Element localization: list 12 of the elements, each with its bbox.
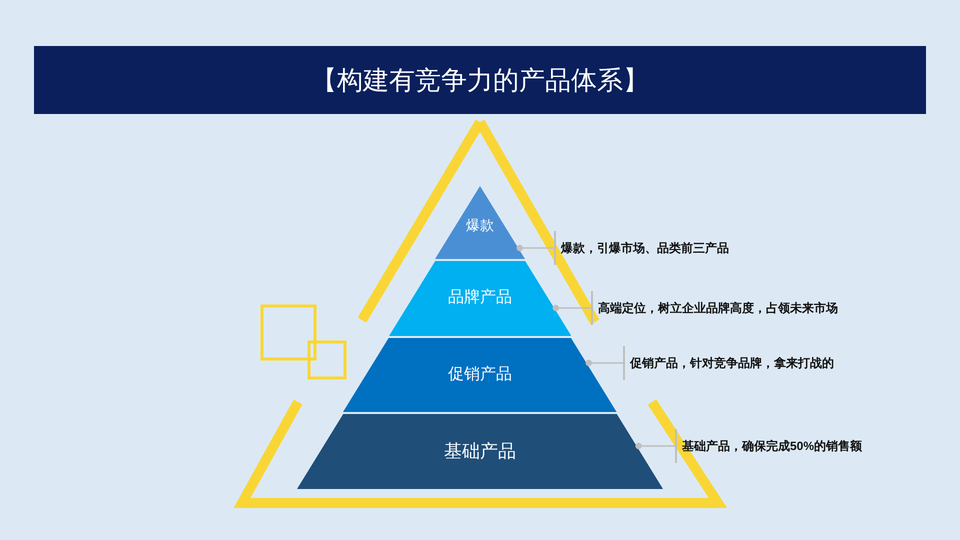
description-text: 高端定位，树立企业品牌高度，占领未来市场 [592,300,838,316]
leader-line [635,428,677,464]
pyramid-top: 爆款 [435,185,525,260]
leader-line [552,290,593,326]
leader-line [516,230,556,266]
pyramid-tier: 促销产品 [343,337,617,413]
description-text: 促销产品，针对竞争品牌，拿来打战的 [624,355,834,371]
description-text: 爆款，引爆市场、品类前三产品 [555,240,729,256]
title-banner: 【构建有竞争力的产品体系】 [34,46,926,114]
leader-line [586,345,625,381]
pyramid-tier: 基础产品 [297,413,663,490]
pyramid-tier: 品牌产品 [388,260,572,337]
